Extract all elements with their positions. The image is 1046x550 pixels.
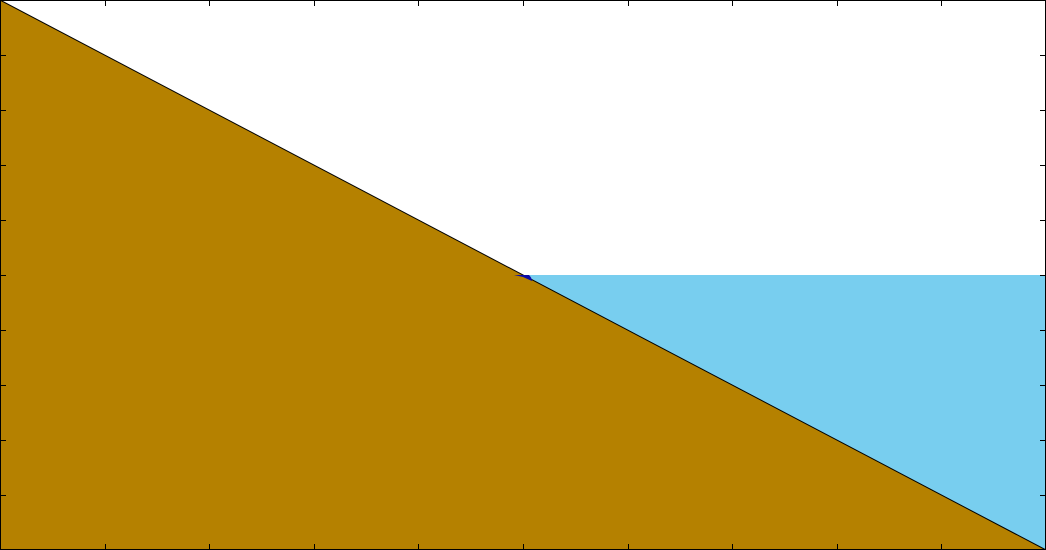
shoreline-marker [514,275,532,281]
